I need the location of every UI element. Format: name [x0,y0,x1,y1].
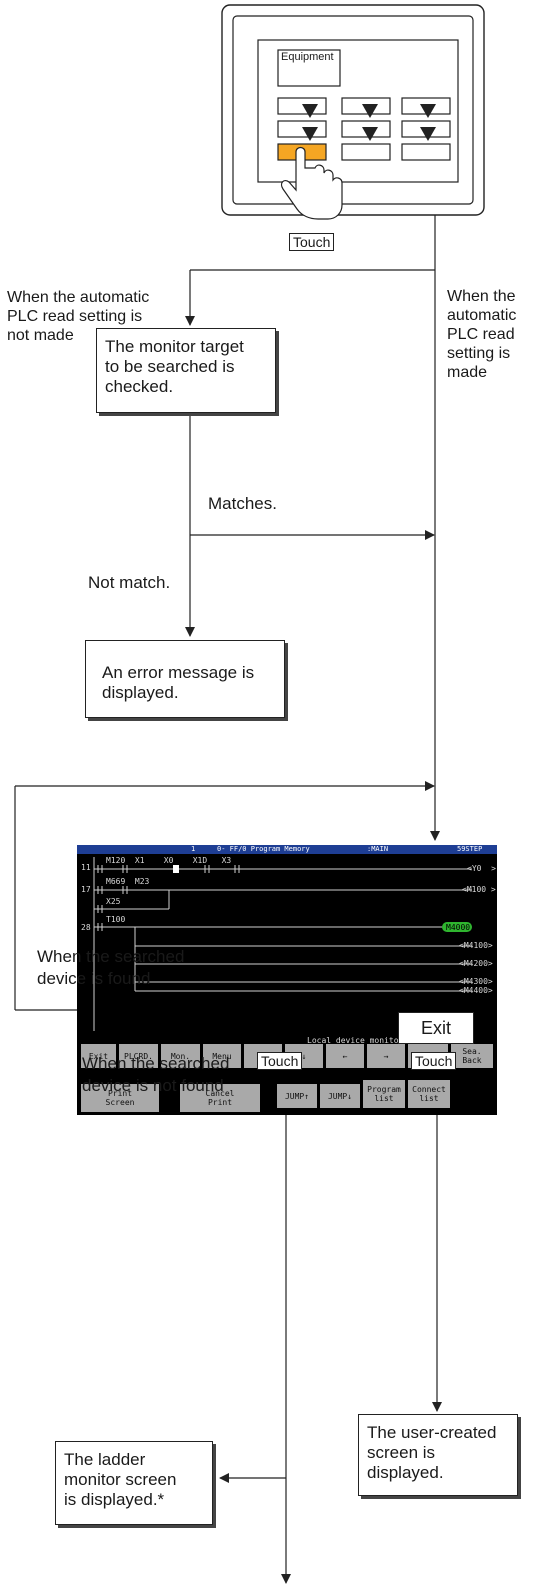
menu-button[interactable]: Menu [203,1044,241,1068]
ladder-row-text: X25 [106,897,121,906]
branch-right-label: When the automatic PLC read setting is m… [447,288,517,381]
coil-label: <Y0 > [467,864,496,873]
ladder-step-number: 17 [81,885,91,894]
screen-title-bar: 1 0- FF/0 Program Memory :MAIN 59STEP [77,845,497,854]
ladder-monitor-screen: 1 0- FF/0 Program Memory :MAIN 59STEP [77,845,497,1115]
print-screen-button[interactable]: Print Screen [81,1084,159,1112]
error-box: An error message is displayed. [85,640,285,718]
coil-label: <M100 > [462,885,496,894]
not-found-label: When the searched device is not found [82,1054,230,1095]
ladder-step-number: 28 [81,923,91,932]
jump-up-button[interactable]: JUMP↑ [277,1084,317,1108]
touch-label: Touch [289,233,335,251]
connect-list-button[interactable]: Connect list [408,1080,450,1108]
found-label: When the searched device is found [37,947,185,988]
matches-label: Matches. [208,494,277,513]
right-button[interactable]: → [367,1044,405,1068]
jump-down-button[interactable]: JUMP↓ [320,1084,360,1108]
ladder-row-text: M120 X1 X0 X1D X3 [106,856,232,865]
branch-left-label: When the automatic PLC read setting is n… [7,289,150,344]
ladder-row-text: M669 M23 [106,877,150,886]
search-back-button[interactable]: Sea. Back [451,1044,493,1068]
program-list-button[interactable]: Program list [363,1080,405,1108]
coil-label: <M4200> [459,959,493,968]
check-box: The monitor target to be searched is che… [96,328,276,413]
not-match-label: Not match. [88,573,171,592]
title-program: 0- FF/0 Program Memory [217,845,310,853]
ladder-row-text: T100 [106,915,126,924]
title-steps: 59STEP [457,845,483,853]
coil-label: <M4100> [459,941,493,950]
coil-label: <M4400> [459,986,493,995]
plcrd-button[interactable]: PLCRD. [119,1044,158,1068]
hand-icon [280,146,343,220]
mon-button[interactable]: Mon. [161,1044,200,1068]
user-screen-box: The user-created screen is displayed. [358,1414,518,1496]
coil-label-highlighted: M4000 [446,923,471,932]
exit-button[interactable]: Exit [81,1044,116,1068]
touch-label-enter: Touch [257,1052,303,1070]
left-button[interactable]: ← [326,1044,364,1068]
coil-label: <M4300> [459,977,493,986]
touch-label-exit: Touch [411,1052,457,1070]
ladder-step-number: 11 [81,863,91,872]
title-step: 1 [191,845,196,853]
ladder-screen-box: The ladder monitor screen is displayed.* [55,1441,213,1525]
cancel-print-button[interactable]: Cancel Print [180,1084,260,1112]
title-main: :MAIN [367,845,389,853]
exit-key[interactable]: Exit [398,1012,474,1044]
equipment-label: Equipment [281,51,334,63]
ladder-lines [93,857,472,1031]
